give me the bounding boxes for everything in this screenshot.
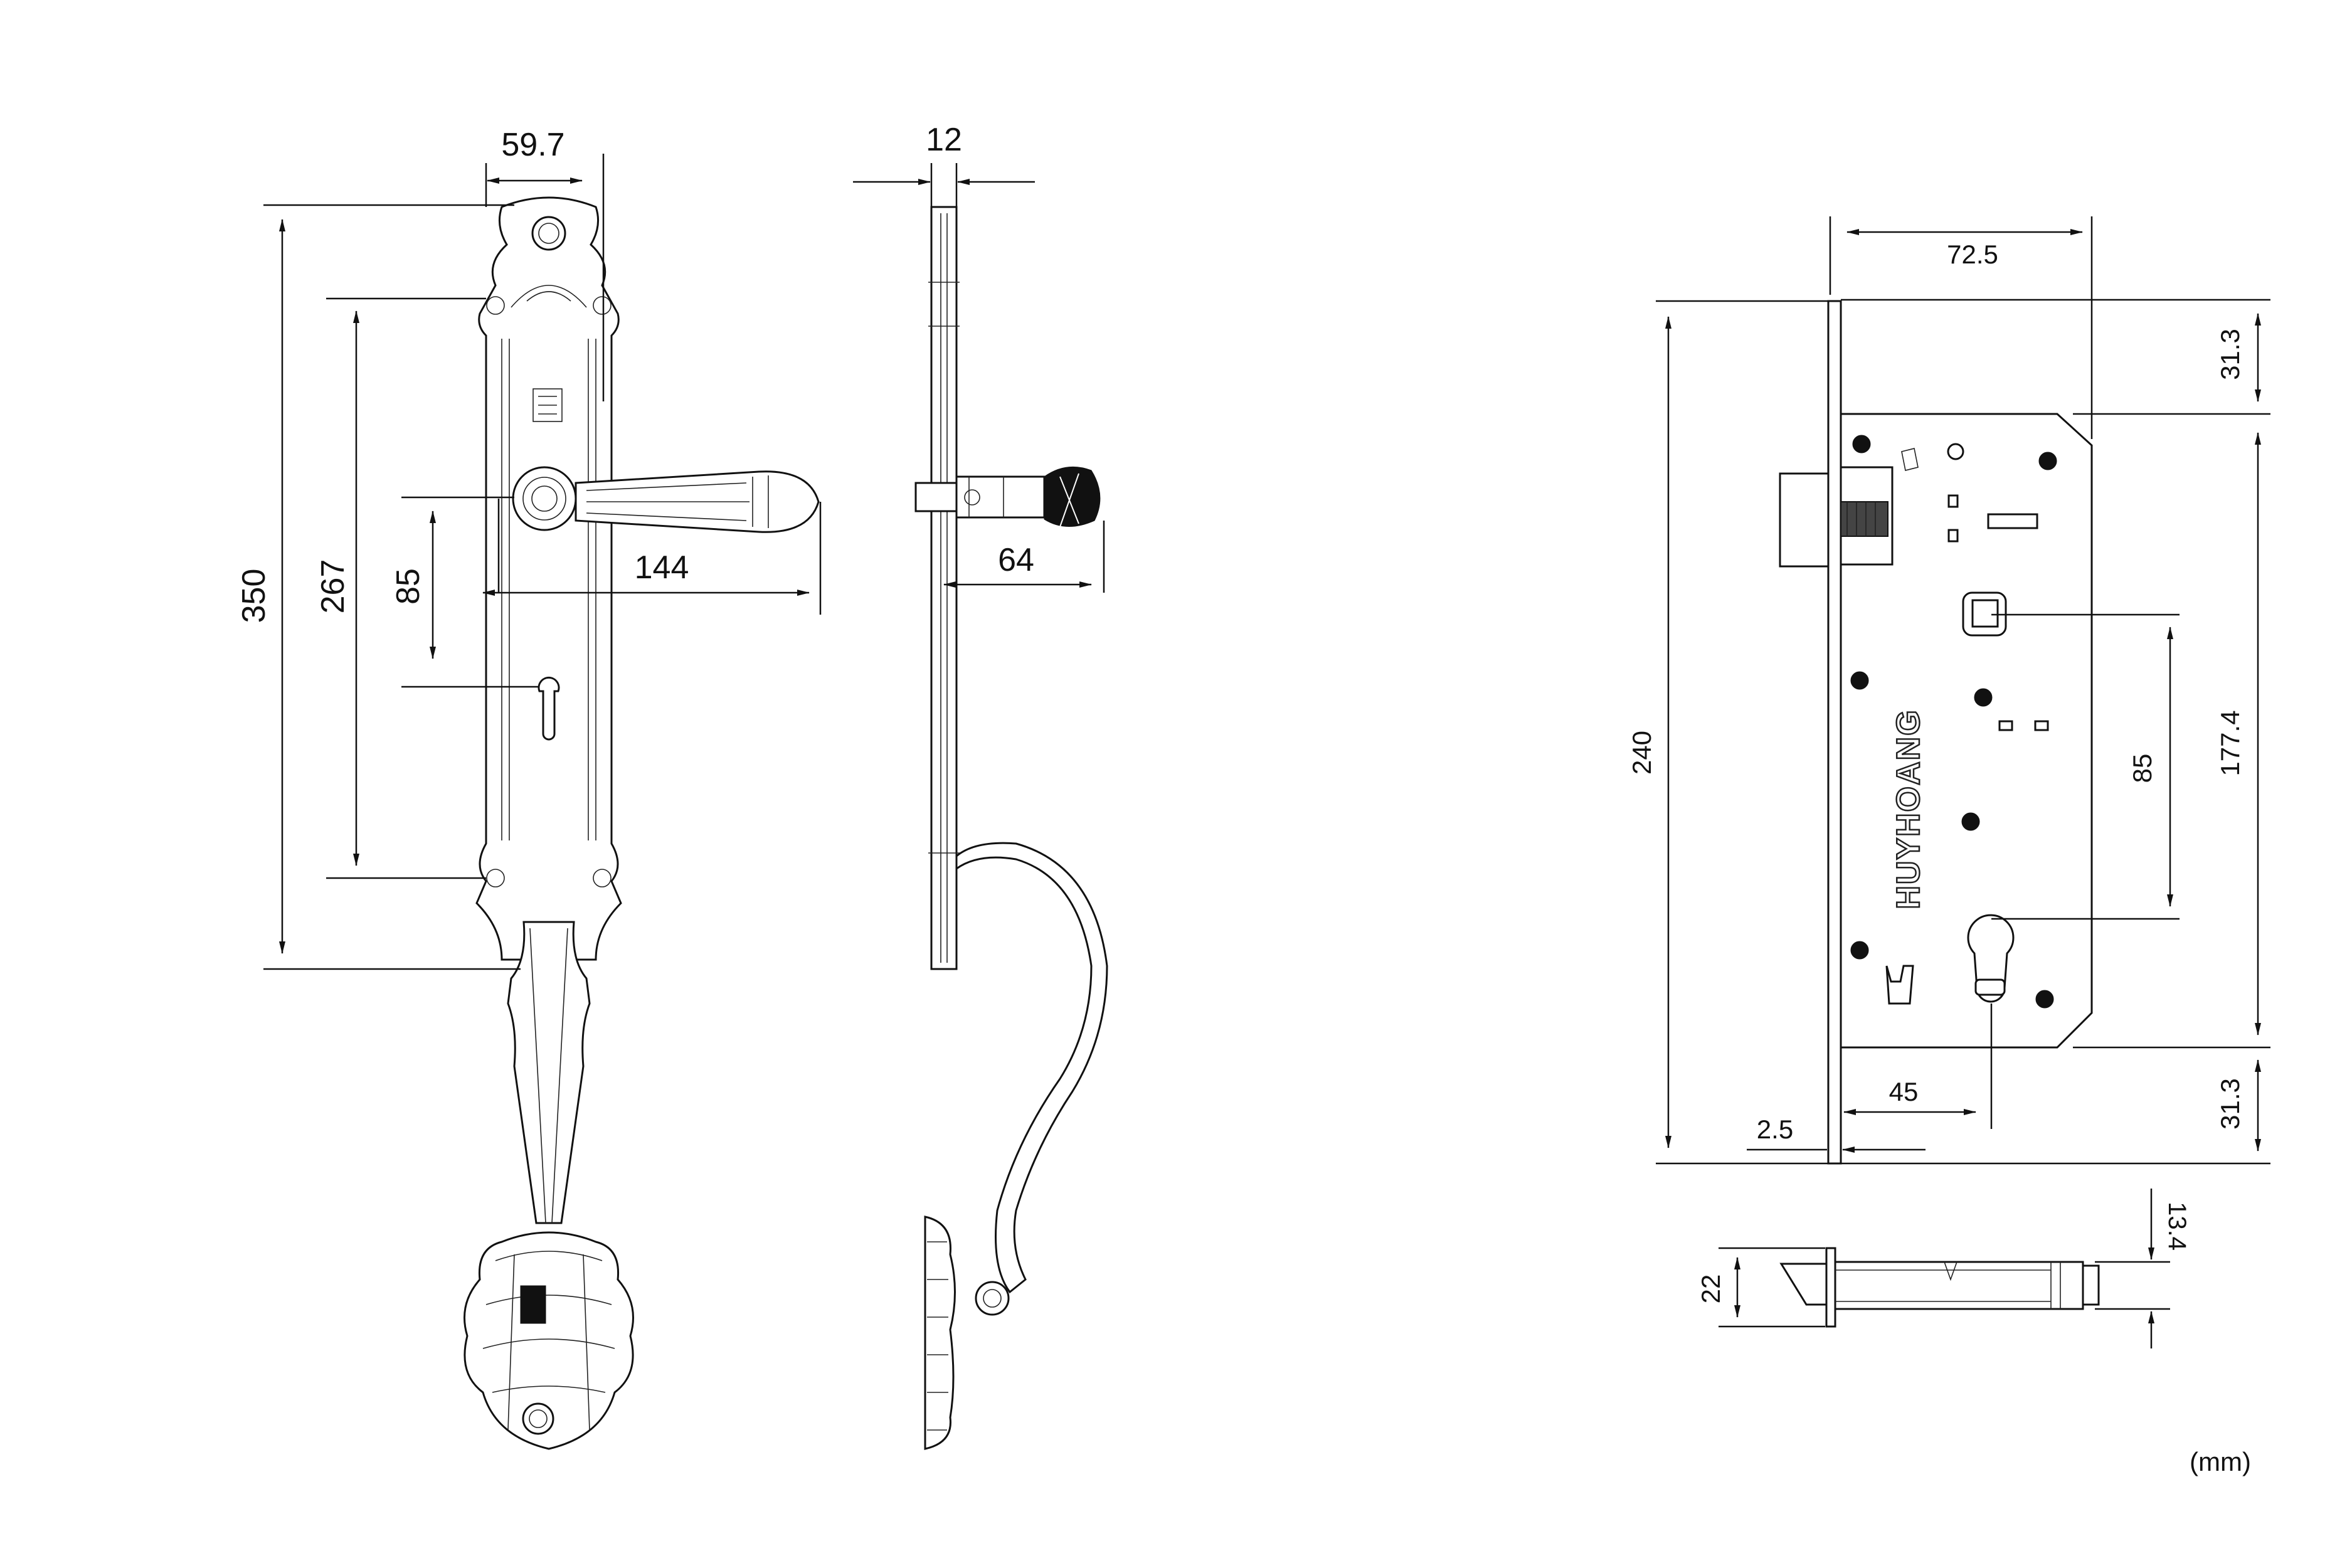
dim-lever-to-key: 85 <box>390 568 426 605</box>
brand-name: HUYHOANG <box>1890 709 1927 909</box>
side-pull-handle <box>955 842 1108 1294</box>
dim-top-margin: 31.3 <box>2215 329 2245 380</box>
handle-side-dimensions: 12 64 <box>853 122 1105 593</box>
keyhole <box>538 677 560 741</box>
dim-case-thickness: 13.4 <box>2163 1202 2191 1251</box>
dim-faceplate-height: 240 <box>1627 731 1656 775</box>
pull-grip <box>507 921 591 1224</box>
lock-case <box>1840 413 2093 1049</box>
lock-body-dimensions: 72.5 240 31.3 177.4 85 31.3 45 2.5 <box>1627 216 2270 1165</box>
lock-faceplate <box>1827 300 1842 1165</box>
dim-backset: 45 <box>1889 1077 1919 1106</box>
dim-mount-distance: 267 <box>315 559 351 614</box>
ornamental-escutcheon <box>464 1231 634 1450</box>
dim-faceplate-thickness: 2.5 <box>1757 1115 1793 1144</box>
dim-handle-height: 350 <box>236 569 272 623</box>
case-screws <box>1850 435 2057 1009</box>
dim-case-width: 72.5 <box>1947 240 1998 269</box>
dim-bottom-margin: 31.3 <box>2215 1078 2245 1130</box>
handle-front-view <box>464 196 820 1450</box>
lock-body-view: HUYHOANG <box>1779 300 2093 1165</box>
dim-plate-thickness: 12 <box>926 122 962 158</box>
side-backplate <box>930 206 958 970</box>
dim-handle-width: 59.7 <box>501 127 564 163</box>
bottom-faceplate <box>1825 1247 1836 1328</box>
dim-faceplate-width: 22 <box>1696 1274 1725 1304</box>
dim-case-height: 177.4 <box>2215 710 2245 776</box>
bottom-latch <box>1779 1263 1828 1306</box>
unit-label: (mm) <box>2190 1447 2251 1476</box>
dim-center-distance: 85 <box>2127 754 2157 783</box>
lock-bottom-dimensions: 22 13.4 <box>1696 1189 2191 1348</box>
side-escutcheon <box>924 1216 956 1450</box>
dim-handle-projection: 64 <box>998 542 1034 578</box>
lever-rose <box>512 466 577 531</box>
lock-bottom-view <box>1779 1247 2100 1328</box>
handle-side-view <box>914 206 1108 1450</box>
side-lever-tip <box>1044 466 1101 527</box>
handle-backplate <box>475 196 622 961</box>
dim-lever-length: 144 <box>635 549 689 586</box>
handle-front-dimensions: 59.7 350 267 85 144 <box>236 127 822 970</box>
latch-bolt <box>1779 472 1830 568</box>
